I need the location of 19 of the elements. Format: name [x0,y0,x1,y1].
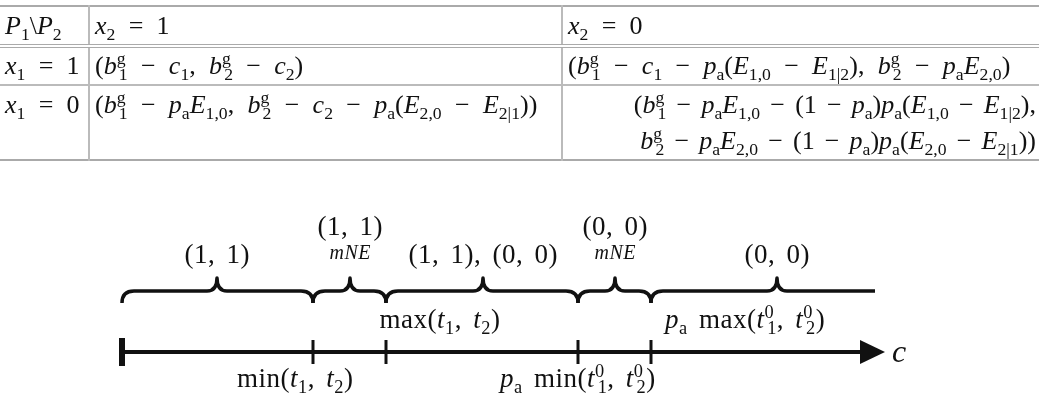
equilibrium-label: (1, 1) mNE [317,210,383,264]
threshold-label: min(t$_{1}$, t$_{2}$) [237,362,354,395]
threshold-label: p$_{a}$ min(t$^{0}$$_{1}$, t$^{0}$$_{2}$) [500,362,656,395]
payoff-cell: (b$^{g}$$_{1}$ − c$_{1}$ − p$_{a}$(E$_{1,0}$ − E$_{1|2}$), b$^{g}$$_{2}$ − p$_{a}$E$_{2,0}$) [562,46,1039,85]
equilibrium-label: (0, 0) mNE [582,210,648,264]
header-cell: x$_{2}$ = 0 [562,6,1039,46]
payoff-cell: (b$^{g}$$_{1}$ − c$_{1}$, b$^{g}$$_{2}$ − c$_{2}$) [89,46,562,85]
header-cell: x$_{2}$ = 1 [89,6,562,46]
payoff-cell: (b$^{g}$$_{1}$ − p$_{a}$E$_{1,0}$ − (1 − p$_{a}$)p$_{a}$(E$_{1,0}$ − E$_{1|2}$), b$^{g}$$_{2}$ − p$_{a}$E$_{2,0}$ − (1 − p$_{a}$)p$_{a}$(E$_{2,0}$ − E$_{2|1}$)) [562,85,1039,160]
strategy-label: (0, 0) [744,238,810,271]
header-cell: P$_{1}$\P$_{2}$ [0,6,89,46]
row-header-cell: x$_{1}$ = 1 [0,46,89,85]
threshold-label: p$_{a}$ max(t$^{0}$$_{1}$, t$^{0}$$_{2}$) [665,303,826,336]
row-header-cell: x$_{1}$ = 0 [0,85,89,160]
threshold-label: max(t$_{1}$, t$_{2}$) [379,303,501,336]
payoff-cell: (b$^{g}$$_{1}$ − p$_{a}$E$_{1,0}$, b$^{g}$$_{2}$ − c$_{2}$ − p$_{a}$(E$_{2,0}$ − E$_{2|1}$)) [89,85,562,160]
axis-label: c [892,332,907,371]
strategy-label: (1, 1), (0, 0) [408,238,558,271]
strategy-label: (1, 1) [184,238,250,271]
